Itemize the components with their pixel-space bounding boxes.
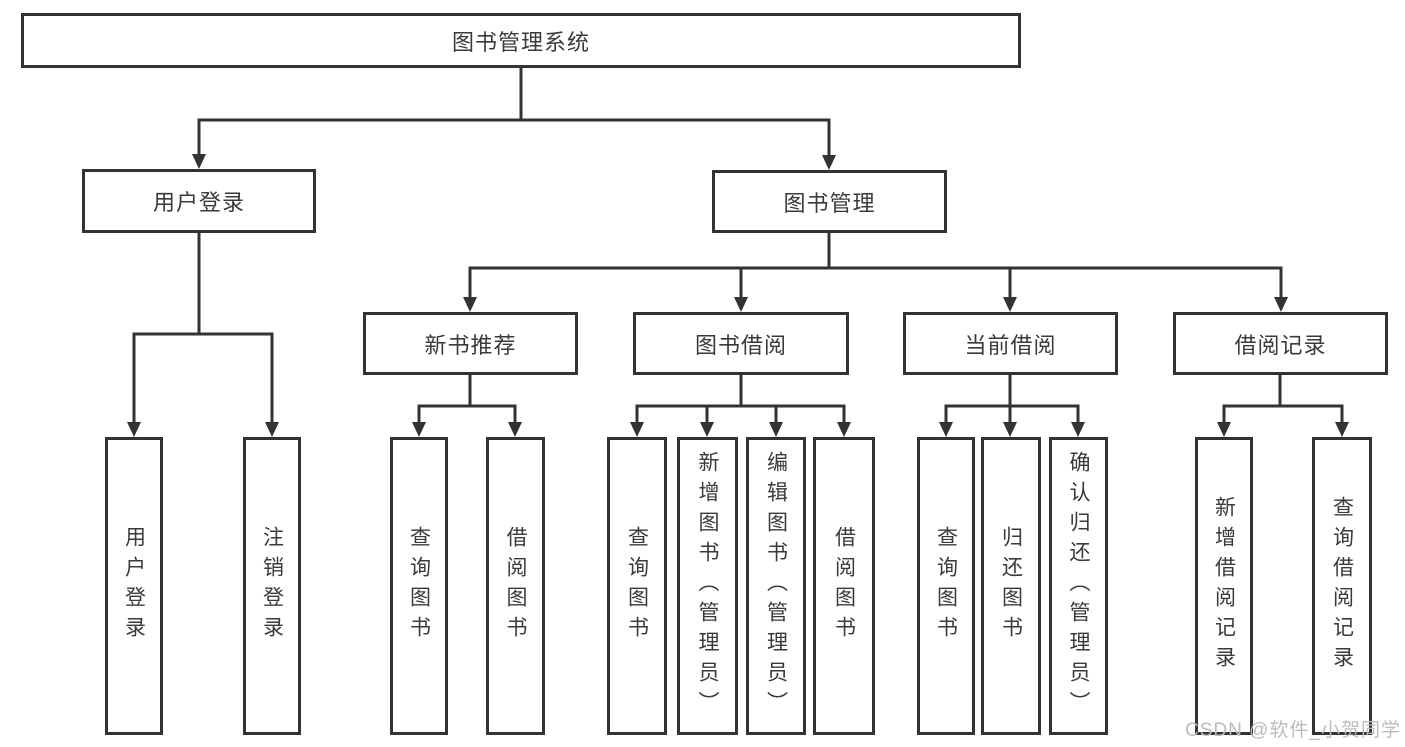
node-book-borrowing: 图书借阅: [633, 312, 849, 375]
leaf-edit-books-admin: 编辑图书（管理员）: [746, 437, 806, 735]
leaf-query-books-recommend: 查询图书: [390, 437, 448, 735]
leaf-query-borrow-record: 查询借阅记录: [1312, 437, 1372, 735]
leaf-query-books-borrow: 查询图书: [607, 437, 667, 735]
node-new-book-recommend: 新书推荐: [363, 312, 578, 375]
node-borrowing-records: 借阅记录: [1173, 312, 1388, 375]
node-user-login: 用户登录: [82, 169, 316, 233]
leaf-confirm-return-admin: 确认归还（管理员）: [1049, 437, 1108, 735]
leaf-add-borrow-record: 新增借阅记录: [1195, 437, 1253, 735]
leaf-add-books-admin: 新增图书（管理员）: [677, 437, 738, 735]
node-root: 图书管理系统: [21, 13, 1021, 68]
watermark: CSDN @软件_小贺同学: [1185, 720, 1401, 741]
node-current-borrowing: 当前借阅: [903, 312, 1118, 375]
leaf-borrow-books-recommend: 借阅图书: [486, 437, 545, 735]
leaf-return-books: 归还图书: [981, 437, 1041, 735]
leaf-logout: 注销登录: [243, 437, 301, 735]
leaf-borrow-books: 借阅图书: [813, 437, 875, 735]
node-book-management: 图书管理: [712, 170, 947, 233]
leaf-user-login: 用户登录: [105, 437, 163, 735]
leaf-query-books-current: 查询图书: [917, 437, 975, 735]
